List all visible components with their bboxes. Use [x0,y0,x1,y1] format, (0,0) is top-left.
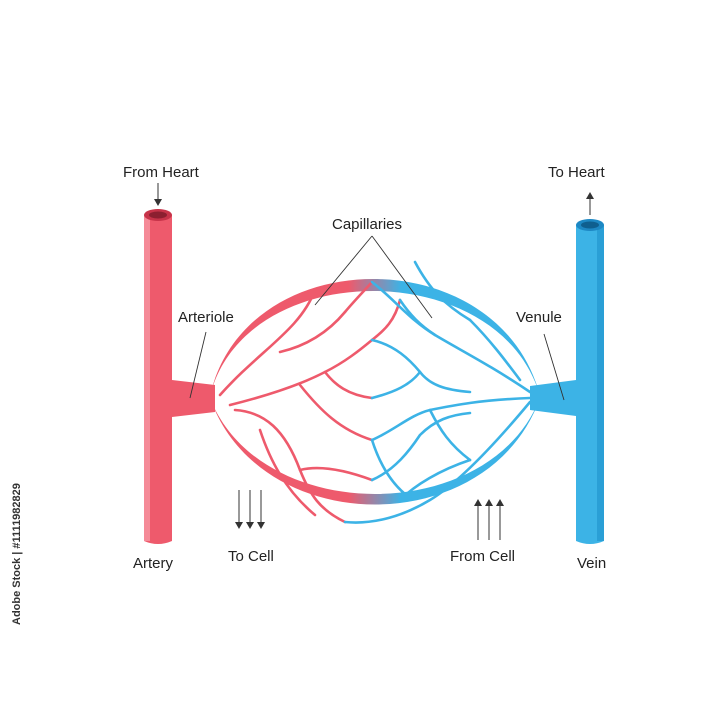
venule-stub [530,380,576,416]
artery-label: Artery [133,555,174,572]
venule-label: Venule [516,309,562,326]
vein-vessel [576,219,604,544]
venous-capillaries [343,260,532,524]
capillaries-leader-left [314,235,373,306]
artery-vessel [144,209,172,544]
to-cell-arrows [235,490,265,529]
arteriole-label: Arteriole [178,309,234,326]
capillaries-label: Capillaries [332,216,402,233]
arteriole-leader [189,331,207,399]
from-cell-label: From Cell [450,548,515,565]
from-heart-label: From Heart [123,164,200,181]
from-cell-arrows [474,499,504,540]
arteriole-stub [172,380,215,417]
stock-watermark: Adobe Stock | #1111982829 [11,483,23,625]
to-heart-label: To Heart [548,164,606,181]
arterial-capillaries [218,280,402,524]
capillaries-leader-right [371,235,433,319]
to-cell-label: To Cell [228,548,274,565]
venule-leader [543,333,565,401]
vein-label: Vein [577,555,606,572]
